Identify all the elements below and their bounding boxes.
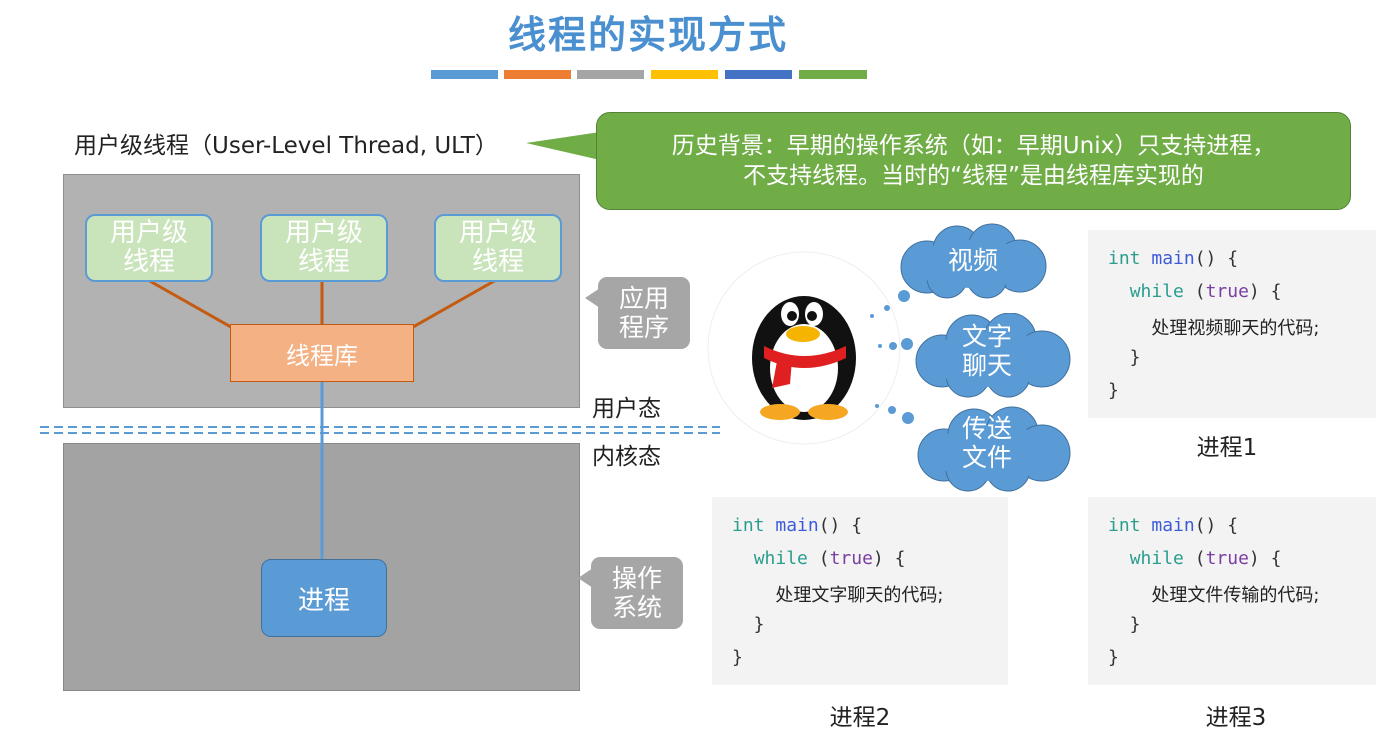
cloud-file-transfer: 传送 文件 [961,414,1012,472]
user-thread-box-3: 用户级 线程 [434,214,562,282]
code-true: true [1205,548,1249,569]
cloud-text-chat: 文字 聊天 [961,322,1012,380]
code-body-text-chat: 处理文字聊天的代码; [775,585,944,606]
code-block-process-2: int main() { while (true) { 处理文字聊天的代码; }… [712,497,1008,685]
kernel-mode-label: 内核态 [592,444,661,470]
process-1-caption: 进程1 [1196,435,1258,461]
color-bar-2 [504,70,571,79]
history-line-2: 不支持线程。当时的“线程”是由线程库实现的 [743,163,1204,189]
color-bar-1 [431,70,498,79]
cloud-shape-file-transfer [917,406,1071,492]
color-bar-6 [799,70,867,79]
history-callout: 历史背景：早期的操作系统（如：早期Unix）只支持进程， 不支持线程。当时的“线… [596,112,1351,210]
code-true: true [1205,281,1249,302]
code-int: int [1108,248,1141,269]
process-2-caption: 进程2 [829,705,891,731]
history-line-1: 历史背景：早期的操作系统（如：早期Unix）只支持进程， [671,133,1276,159]
thread-library-box: 线程库 [230,324,414,382]
code-body-video: 处理视频聊天的代码; [1151,318,1320,339]
code-body-file-transfer: 处理文件传输的代码; [1151,585,1320,606]
code-int: int [1108,515,1141,536]
code-while: while [753,548,808,569]
process-3-caption: 进程3 [1205,705,1267,731]
code-main: main [1151,515,1195,536]
code-true: true [829,548,873,569]
color-bar-3 [577,70,644,79]
cloud-video: 视频 [947,246,998,275]
color-bar-5 [725,70,792,79]
user-mode-label: 用户态 [592,396,661,422]
code-block-process-1: int main() { while (true) { 处理视频聊天的代码; }… [1088,230,1376,418]
thought-dots [870,290,914,424]
ult-label: 用户级线程（User-Level Thread, ULT） [74,133,498,159]
user-thread-box-2: 用户级 线程 [260,214,388,282]
code-main: main [1151,248,1195,269]
code-block-process-3: int main() { while (true) { 处理文件传输的代码; }… [1088,497,1376,685]
code-while: while [1129,281,1184,302]
process-box: 进程 [261,559,387,637]
os-callout: 操作 系统 [591,557,683,629]
user-thread-box-1: 用户级 线程 [85,214,213,282]
code-while: while [1129,548,1184,569]
code-main: main [775,515,819,536]
application-callout: 应用 程序 [598,277,690,349]
code-int: int [732,515,765,536]
cloud-shape-text-chat [915,313,1071,398]
color-bar-4 [651,70,718,79]
page-title: 线程的实现方式 [507,13,788,57]
cloud-shape-video [900,223,1047,299]
qq-penguin-icon [707,251,901,445]
